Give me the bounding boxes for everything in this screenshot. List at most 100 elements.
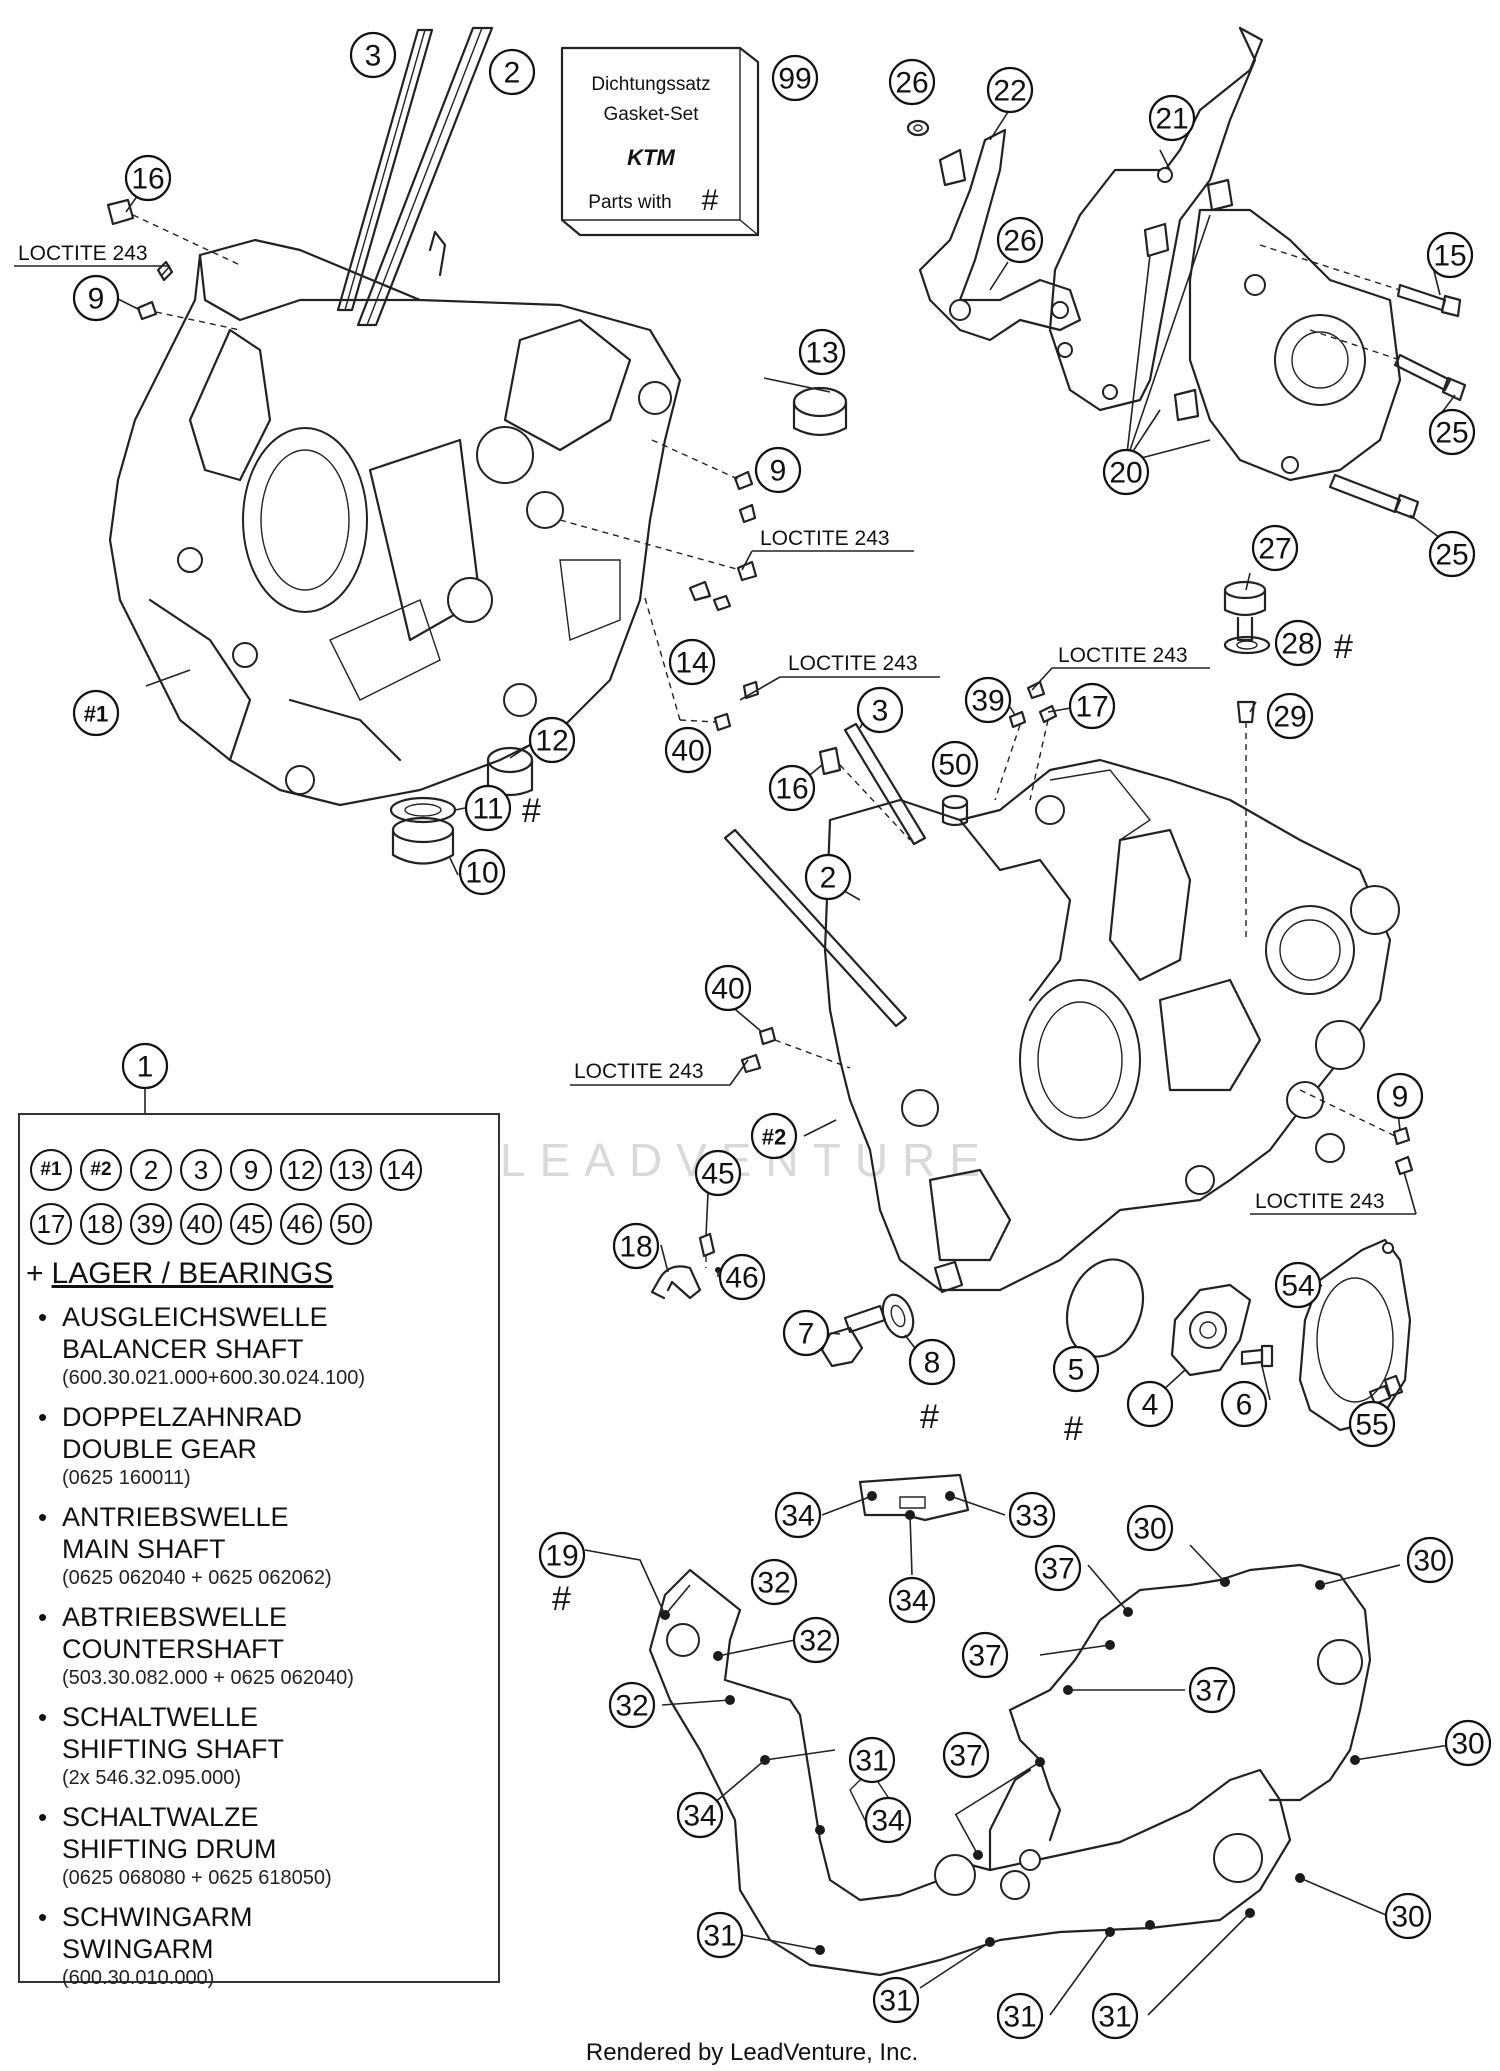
callout-33: 33	[1008, 1491, 1056, 1539]
hash-8: #	[920, 1398, 939, 1436]
callout-number: 34	[683, 1800, 716, 1833]
callout-31: 31	[848, 1736, 896, 1784]
callout-circle	[848, 1736, 896, 1784]
gasket-set-hash: #	[702, 184, 719, 217]
callout-5: 5	[1052, 1345, 1100, 1393]
callout-32: 32	[608, 1681, 656, 1729]
callout-circle	[996, 1992, 1044, 2040]
callout-circle	[888, 58, 936, 106]
loctite-note-5: LOCTITE 243	[574, 1060, 704, 1083]
kit-part-chip: 18	[80, 1203, 122, 1245]
callout-54: 54	[1274, 1261, 1322, 1309]
callout-number: #2	[762, 1125, 786, 1150]
callout-circle	[1428, 530, 1476, 578]
stud-2-right	[723, 828, 908, 1028]
bearing-part-numbers: (0625 160011)	[62, 1467, 191, 1489]
bolt-25-upper	[1309, 329, 1467, 402]
gasket-set-line3: Parts with	[588, 192, 671, 213]
callout-number: 34	[781, 1500, 814, 1533]
callout-circle	[1034, 1544, 1082, 1592]
callout-number: 54	[1281, 1270, 1314, 1303]
bolt-15	[1259, 244, 1462, 318]
callout-circle	[1068, 682, 1116, 730]
callout-number: 15	[1433, 240, 1466, 273]
callout-number: 55	[1355, 1409, 1388, 1442]
callout-circle	[528, 716, 576, 764]
callout-circle	[458, 848, 506, 896]
callout-number: 25	[1435, 539, 1468, 572]
gasket-21	[1048, 26, 1264, 412]
callout-circle	[964, 676, 1012, 724]
callout-2: 2	[804, 853, 852, 901]
callout-number: 40	[711, 973, 744, 1006]
crankcase-gasket-19	[648, 1473, 1372, 1977]
callout-7: 7	[782, 1309, 830, 1357]
callout-circle	[1148, 94, 1196, 142]
bearings-heading-text: LAGER / BEARINGS	[51, 1257, 334, 1290]
callout-10: 10	[458, 848, 506, 896]
callout-15: 15	[1426, 231, 1474, 279]
callout-39: 39	[964, 676, 1012, 724]
callout-number: 6	[1236, 1389, 1253, 1422]
callout-circle	[1126, 1504, 1174, 1552]
bearing-name-de: ABTRIEBSWELLE	[62, 1602, 288, 1632]
kit-part-chip: #2	[80, 1149, 122, 1191]
callout-34: 34	[864, 1796, 912, 1844]
bearing-name-en: SHIFTING SHAFT	[62, 1734, 284, 1764]
callout-28: 28	[1274, 619, 1322, 667]
bearing-part-numbers: (2x 546.32.095.000)	[62, 1767, 242, 1789]
bushing-13	[792, 386, 848, 437]
kit-part-chip: #1	[30, 1149, 72, 1191]
callout-number: 99	[778, 63, 811, 96]
callout-circle	[72, 274, 120, 322]
kit-part-chip: 13	[330, 1149, 372, 1191]
callout-circle	[1266, 692, 1314, 740]
callout-circle	[121, 1042, 169, 1090]
bolt-6	[1240, 1344, 1274, 1368]
callout-number: #1	[84, 702, 108, 727]
callout-31: 31	[696, 1911, 744, 1959]
callout-31: 31	[996, 1992, 1044, 2040]
callout-number: 2	[820, 862, 837, 895]
callout-number: 34	[871, 1805, 904, 1838]
callout-21: 21	[1148, 94, 1196, 142]
hash-19: #	[552, 1580, 571, 1618]
callout-circle	[1406, 1536, 1454, 1584]
callout-circle	[771, 54, 819, 102]
bolt-16-left	[106, 198, 241, 266]
callout-number: 8	[924, 1347, 941, 1380]
callout-number: 32	[615, 1690, 648, 1723]
callout-h1: #1	[72, 689, 120, 737]
callout-30: 30	[1444, 1719, 1492, 1767]
callout-circle	[704, 964, 752, 1012]
callout-number: 14	[675, 647, 708, 680]
bolt-55	[1368, 1374, 1404, 1406]
callout-circle	[1274, 1261, 1322, 1309]
callout-number: 21	[1155, 103, 1188, 136]
bearing-name-en: DOUBLE GEAR	[62, 1434, 258, 1464]
callout-13: 13	[798, 328, 846, 376]
callout-circle	[804, 853, 852, 901]
bearing-name-en: SHIFTING DRUM	[62, 1834, 277, 1864]
callout-8: 8	[908, 1338, 956, 1386]
bullet: •	[38, 1602, 48, 1632]
callout-99: 99	[771, 54, 819, 102]
callout-number: 33	[1015, 1500, 1048, 1533]
callout-3: 3	[349, 31, 397, 79]
stud-3-top	[336, 28, 434, 312]
loctite-notes: LOCTITE 243 LOCTITE 243 LOCTITE 243 LOCT…	[14, 242, 1417, 1215]
callout-number: 37	[1041, 1553, 1074, 1586]
gasket-set-line1: Dichtungssatz	[591, 74, 710, 95]
callout-circle	[124, 154, 172, 202]
callout-number: 20	[1109, 457, 1142, 490]
callout-number: 28	[1281, 628, 1314, 661]
callout-circle	[872, 1976, 920, 2024]
callout-40: 40	[704, 964, 752, 1012]
callout-number: 22	[993, 75, 1026, 108]
callout-number: 31	[879, 1985, 912, 2018]
bearing-name-en: BALANCER SHAFT	[62, 1334, 304, 1364]
callout-number: 17	[1075, 691, 1108, 724]
